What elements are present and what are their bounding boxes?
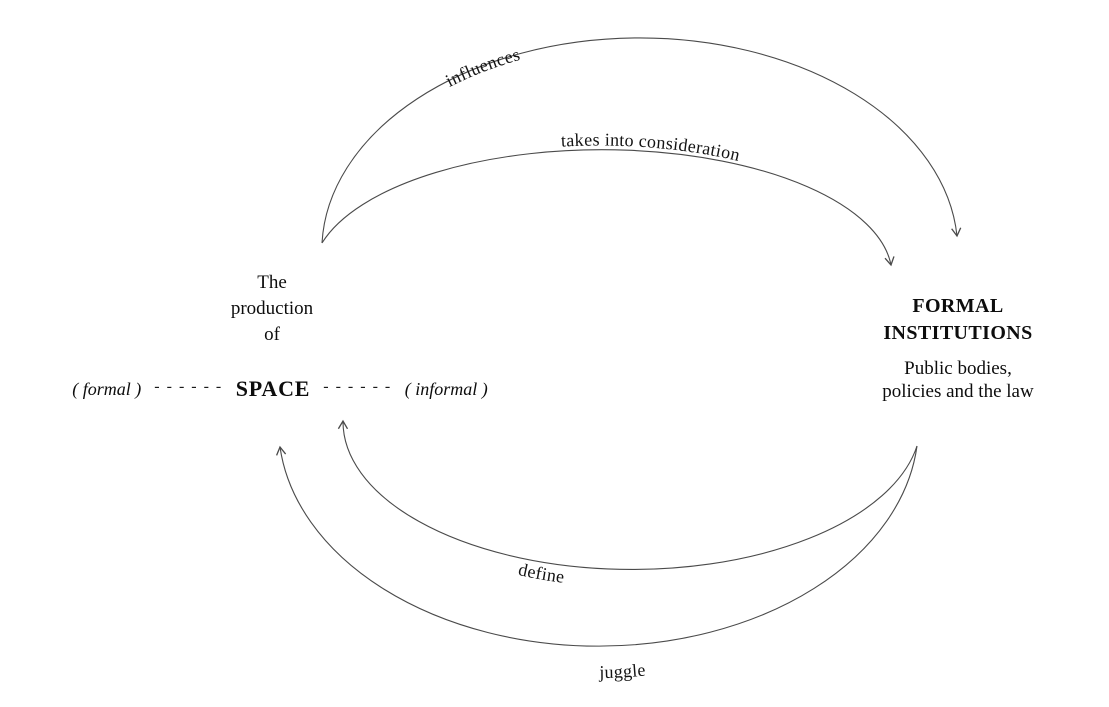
arc-label-takes-into-consideration: takes into consideration <box>560 130 742 165</box>
arc-label-influences: influences <box>442 44 522 91</box>
institutions-subtitle-line-1: Public bodies, <box>904 358 1012 379</box>
arc-label-juggle-text: juggle <box>598 660 646 682</box>
space-node-intro: The production of <box>162 270 382 348</box>
space-intro-line-3: of <box>264 324 280 345</box>
arc-define <box>337 419 918 571</box>
space-intro-line-2: production <box>230 298 314 319</box>
formal-tag: ( formal ) <box>72 378 142 399</box>
institutions-title-line-1: FORMAL <box>912 295 1004 317</box>
arc-takes-into-consideration <box>321 149 895 267</box>
informal-tag: ( informal ) <box>404 378 488 399</box>
institutions-node: FORMAL INSTITUTIONS Public bodies, polic… <box>827 293 1089 403</box>
space-node-label: SPACE <box>235 376 311 401</box>
dashed-connector-left: - - - - - - <box>154 378 223 395</box>
space-intro-line-1: The <box>257 272 287 293</box>
institutions-subtitle: Public bodies, policies and the law <box>827 357 1089 403</box>
space-node-row: ( formal ) - - - - - - SPACE - - - - - -… <box>40 376 520 402</box>
dashed-connector-right: - - - - - - <box>323 378 392 395</box>
institutions-subtitle-line-2: policies and the law <box>882 381 1034 402</box>
arc-label-define: define <box>517 559 566 587</box>
institutions-title-line-2: INSTITUTIONS <box>883 322 1033 344</box>
arc-influences <box>321 37 962 244</box>
arc-label-influences-text: influences <box>442 44 522 91</box>
arc-label-define-text: define <box>517 559 566 587</box>
arc-juggle <box>276 445 918 647</box>
arc-label-juggle: juggle <box>598 660 646 682</box>
arc-label-takes-into-consideration-text: takes into consideration <box>560 130 742 165</box>
